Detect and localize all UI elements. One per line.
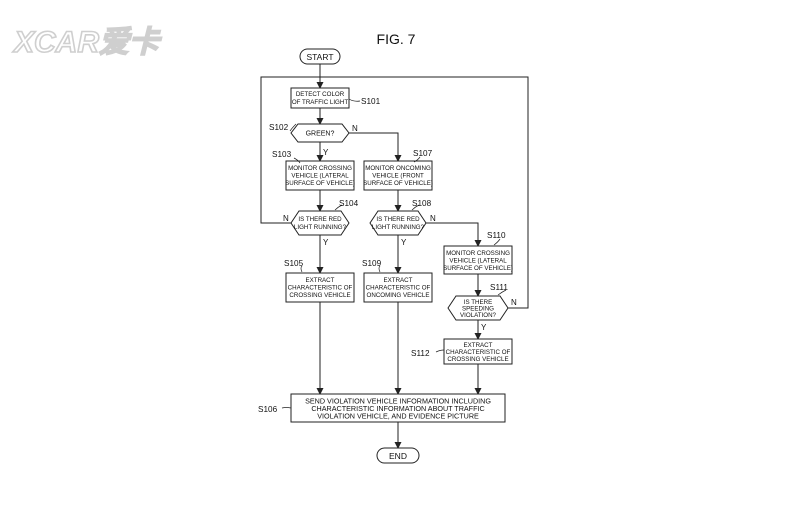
step-s105-line-3: CROSSING VEHICLE bbox=[289, 292, 350, 299]
end-label: END bbox=[389, 451, 407, 461]
step-s110-line-1: MONITOR CROSSING bbox=[446, 250, 510, 257]
step-s101: DETECT COLOR OF TRAFFIC LIGHT bbox=[290, 87, 350, 109]
decision-s108-line-2: LIGHT RUNNING? bbox=[372, 224, 425, 231]
s102-no-label: N bbox=[352, 124, 358, 133]
start-label: START bbox=[306, 52, 333, 62]
ref-s103: S103 bbox=[272, 150, 292, 159]
branch-labels: N Y N Y N Y N Y bbox=[283, 124, 517, 332]
step-s109-line-2: CHARACTERISTIC OF bbox=[366, 285, 431, 292]
step-s106-line-1: SEND VIOLATION VEHICLE INFORMATION INCLU… bbox=[305, 397, 491, 406]
decision-s111: IS THERE SPEEDING VIOLATION? bbox=[447, 295, 509, 321]
step-s107-line-1: MONITOR ONCOMING bbox=[365, 165, 431, 172]
step-s112-line-1: EXTRACT bbox=[464, 342, 493, 349]
s104-no-label: N bbox=[283, 214, 289, 223]
step-s103: MONITOR CROSSING VEHICLE (LATERAL SURFAC… bbox=[285, 160, 355, 191]
step-s106: SEND VIOLATION VEHICLE INFORMATION INCLU… bbox=[290, 393, 506, 423]
step-s101-line-1: DETECT COLOR bbox=[296, 91, 345, 98]
s111-yes-label: Y bbox=[481, 323, 487, 332]
decision-s108: IS THERE RED LIGHT RUNNING? bbox=[369, 210, 427, 236]
ref-s111: S111 bbox=[490, 283, 508, 292]
arrow-s102-to-s107 bbox=[349, 132, 402, 162]
step-s109-line-1: EXTRACT bbox=[384, 277, 413, 284]
ref-s106: S106 bbox=[258, 405, 278, 414]
ref-s102: S102 bbox=[269, 123, 289, 132]
ref-s110: S110 bbox=[487, 231, 506, 240]
step-s110-line-3: SURFACE OF VEHICLE) bbox=[443, 265, 513, 272]
step-s107: MONITOR ONCOMING VEHICLE (FRONT SURFACE … bbox=[363, 160, 433, 191]
decision-s102: GREEN? bbox=[290, 123, 350, 143]
ref-s105: S105 bbox=[284, 259, 304, 268]
step-s109-line-3: ONCOMING VEHICLE bbox=[367, 292, 430, 299]
watermark-logo: XCAR爱卡 bbox=[12, 26, 162, 59]
end-terminal: END bbox=[376, 447, 420, 464]
decision-s104: IS THERE RED LIGHT RUNNING? bbox=[290, 210, 350, 236]
loop-s111-no bbox=[320, 76, 529, 309]
decision-s102-text: GREEN? bbox=[306, 131, 335, 138]
ref-s109: S109 bbox=[362, 259, 382, 268]
loop-s104-no bbox=[260, 76, 320, 224]
step-s101-line-2: OF TRAFFIC LIGHT bbox=[292, 99, 348, 106]
decision-s104-line-1: IS THERE RED bbox=[298, 216, 342, 223]
step-s105-line-1: EXTRACT bbox=[306, 277, 335, 284]
step-s103-line-1: MONITOR CROSSING bbox=[288, 165, 352, 172]
step-s106-line-3: VIOLATION VEHICLE, AND EVIDENCE PICTURE bbox=[317, 412, 479, 421]
ref-s101: S101 bbox=[361, 97, 381, 106]
ref-s108: S108 bbox=[412, 199, 432, 208]
decision-s108-line-1: IS THERE RED bbox=[376, 216, 420, 223]
connector-lines bbox=[260, 64, 529, 449]
step-references: S101 S102 S103 S107 S104 S108 S110 S111 … bbox=[258, 97, 508, 414]
ref-s104: S104 bbox=[339, 199, 359, 208]
ref-s112: S112 bbox=[411, 349, 430, 358]
step-s110: MONITOR CROSSING VEHICLE (LATERAL SURFAC… bbox=[443, 245, 513, 275]
s108-no-label: N bbox=[430, 214, 436, 223]
step-s112-line-2: CHARACTERISTIC OF bbox=[446, 349, 511, 356]
ref-s107: S107 bbox=[413, 149, 433, 158]
step-s103-line-3: SURFACE OF VEHICLE) bbox=[285, 180, 355, 187]
step-s107-line-3: SURFACE OF VEHICLE) bbox=[363, 180, 433, 187]
step-s103-line-2: VEHICLE (LATERAL bbox=[291, 173, 349, 180]
s108-yes-label: Y bbox=[401, 238, 407, 247]
decision-s104-line-2: LIGHT RUNNING? bbox=[294, 224, 347, 231]
start-terminal: START bbox=[299, 48, 341, 65]
step-s112-line-3: CROSSING VEHICLE bbox=[447, 356, 508, 363]
step-s112: EXTRACT CHARACTERISTIC OF CROSSING VEHIC… bbox=[443, 338, 513, 365]
step-s107-line-2: VEHICLE (FRONT bbox=[372, 173, 424, 180]
step-s105: EXTRACT CHARACTERISTIC OF CROSSING VEHIC… bbox=[285, 272, 355, 303]
s102-yes-label: Y bbox=[323, 148, 329, 157]
decision-s111-line-1: IS THERE bbox=[464, 299, 492, 306]
step-s109: EXTRACT CHARACTERISTIC OF ONCOMING VEHIC… bbox=[363, 272, 433, 303]
figure-title: FIG. 7 bbox=[377, 31, 416, 47]
decision-s111-line-2: SPEEDING bbox=[462, 306, 494, 313]
arrow-s108-to-s110 bbox=[426, 222, 482, 247]
step-s105-line-2: CHARACTERISTIC OF bbox=[288, 285, 353, 292]
step-s106-line-2: CHARACTERISTIC INFORMATION ABOUT TRAFFIC bbox=[311, 404, 484, 413]
decision-s111-line-3: VIOLATION? bbox=[460, 312, 497, 319]
s111-no-label: N bbox=[511, 298, 517, 307]
s104-yes-label: Y bbox=[323, 238, 329, 247]
step-s110-line-2: VEHICLE (LATERAL bbox=[449, 258, 507, 265]
